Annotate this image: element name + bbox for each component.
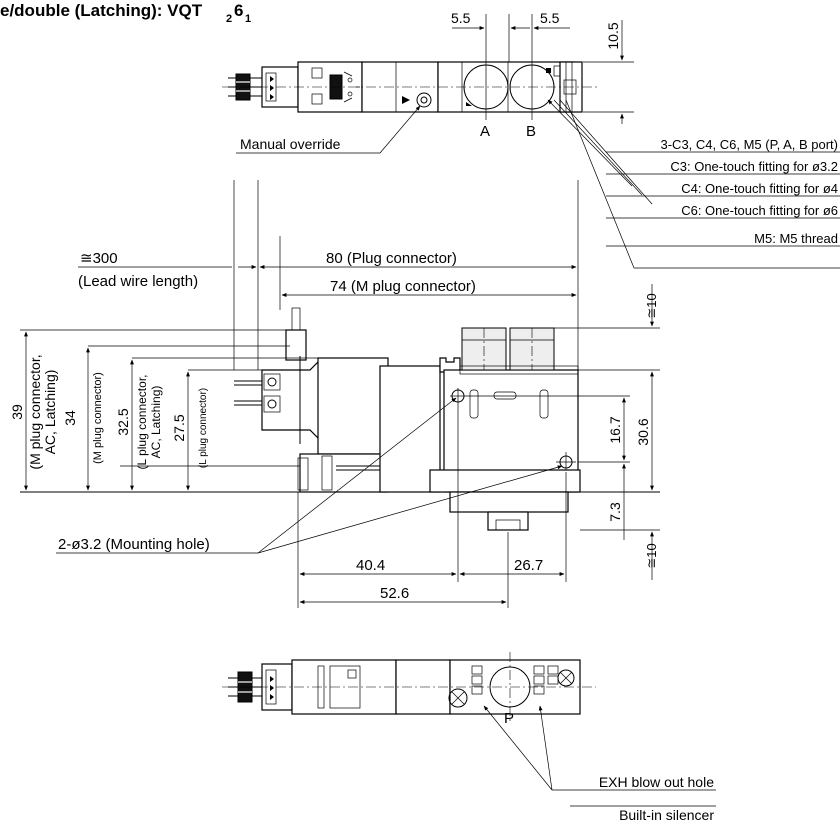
dim-80-plug: 80 (Plug connector) bbox=[326, 250, 457, 267]
lead-wire-label: (Lead wire length) bbox=[78, 273, 198, 290]
dim-40-4: 40.4 bbox=[356, 557, 385, 574]
dim-top-clearance: ≅10 bbox=[644, 293, 659, 318]
front-view: ≅300 (Lead wire length) 80 (Plug connect… bbox=[9, 180, 660, 608]
front-valve-body bbox=[379, 365, 441, 493]
dim-39-note-line2: AC, Latching) bbox=[42, 370, 58, 455]
lead-wire-value: ≅300 bbox=[80, 250, 118, 267]
dim-bottom-clearance: ≅10 bbox=[644, 543, 659, 568]
front-solenoid-housing bbox=[317, 357, 389, 455]
dim-32-5: 32.5 bbox=[115, 408, 131, 435]
dim-5-5-right: 5.5 bbox=[540, 10, 560, 26]
dim-34-note: (M plug connector) bbox=[92, 372, 104, 464]
bottom-screw-right-icon bbox=[557, 669, 575, 687]
port-note: 3-C3, C4, C6, M5 (P, A, B port) C3: One-… bbox=[661, 137, 839, 246]
port-note-c3: C3: One-touch fitting for ø3.2 bbox=[670, 159, 838, 174]
title-text: e/double (Latching): VQT bbox=[0, 1, 203, 20]
mounting-hole-label: 2-ø3.2 (Mounting hole) bbox=[58, 536, 210, 553]
top-view: 5.5 5.5 10.5 A B Manual override 3-C3, C… bbox=[222, 10, 840, 269]
title-sub1: 2 bbox=[226, 13, 232, 25]
port-note-c4: C4: One-touch fitting for ø4 bbox=[681, 181, 838, 196]
title-sub2: 1 bbox=[245, 13, 251, 25]
title-mid: 6 bbox=[234, 1, 243, 20]
dim-27-5-note: (L plug connector) bbox=[198, 388, 209, 468]
manual-override-label: Manual override bbox=[240, 136, 341, 152]
dim-26-7: 26.7 bbox=[514, 557, 543, 574]
port-p-label: P bbox=[504, 710, 514, 727]
dim-52-6: 52.6 bbox=[380, 585, 409, 602]
port-b-label: B bbox=[526, 123, 536, 140]
manual-override-icon bbox=[416, 92, 432, 108]
port-note-c6: C6: One-touch fitting for ø6 bbox=[681, 203, 838, 218]
dim-10-5: 10.5 bbox=[605, 22, 621, 49]
dim-5-5-left: 5.5 bbox=[451, 10, 471, 26]
dim-7-3: 7.3 bbox=[607, 502, 623, 522]
dim-39-note-line1: (M plug connector, bbox=[27, 354, 43, 469]
bottom-screw-left-icon bbox=[448, 688, 468, 708]
exh-blow-out-label: EXH blow out hole bbox=[599, 774, 714, 790]
port-note-m5: M5: M5 thread bbox=[754, 231, 838, 246]
drawing-title: e/double (Latching): VQT 2 6 1 bbox=[0, 1, 251, 25]
dim-74-m-plug: 74 (M plug connector) bbox=[330, 278, 476, 295]
dim-16-7: 16.7 bbox=[607, 416, 623, 443]
port-a-label: A bbox=[480, 123, 490, 140]
bottom-view: P EXH blow out hole Built-in silencer bbox=[222, 652, 716, 823]
dim-39: 39 bbox=[9, 404, 25, 420]
dim-27-5: 27.5 bbox=[171, 414, 187, 441]
dim-34: 34 bbox=[62, 410, 78, 426]
built-in-silencer-label: Built-in silencer bbox=[619, 807, 714, 823]
port-note-heading: 3-C3, C4, C6, M5 (P, A, B port) bbox=[661, 137, 839, 152]
dim-30-6: 30.6 bbox=[635, 418, 651, 445]
dim-32-5-note-line1: (L plug connector, bbox=[135, 375, 149, 470]
dim-32-5-note-line2: AC, Latching) bbox=[149, 386, 163, 459]
